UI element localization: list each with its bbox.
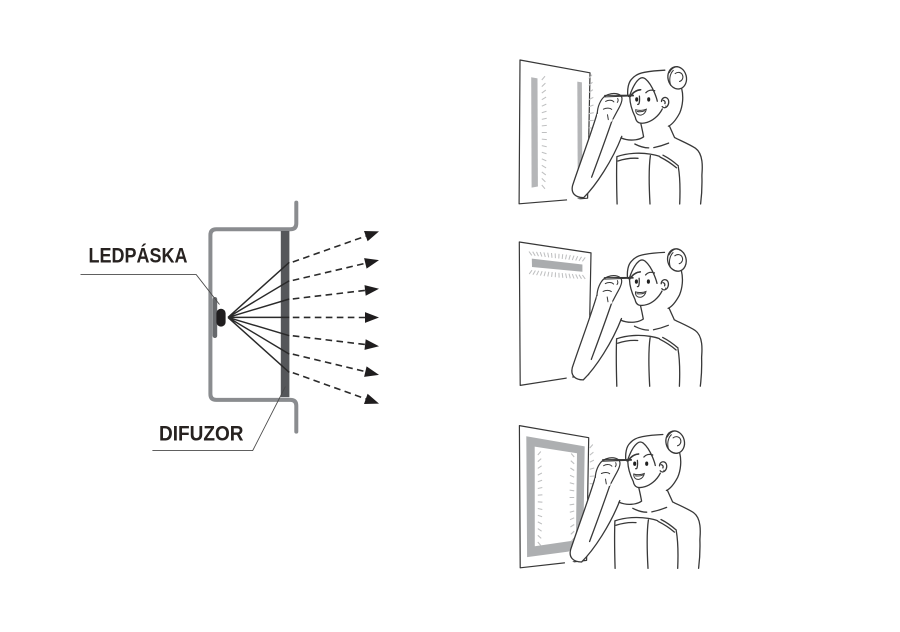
svg-text:DIFUZOR: DIFUZOR [159, 422, 244, 445]
svg-text:LEDPÁSKA: LEDPÁSKA [89, 245, 188, 268]
